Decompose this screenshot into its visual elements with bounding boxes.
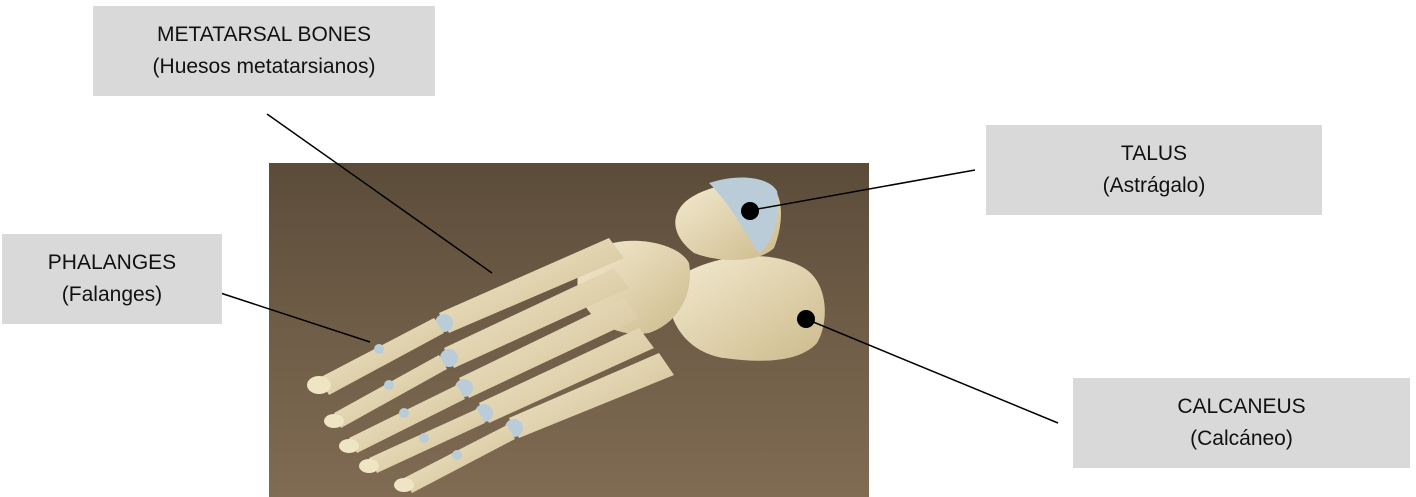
calcaneus-label-box: CALCANEUS (Calcáneo) — [1073, 378, 1410, 468]
metatarsal-label-box: METATARSAL BONES (Huesos metatarsianos) — [93, 6, 435, 96]
metatarsal-label-title: METATARSAL BONES — [157, 19, 371, 51]
talus-label-title: TALUS — [1121, 138, 1187, 170]
phalanges-label-subtitle: (Falanges) — [62, 279, 162, 311]
foot-skeleton-illustration — [269, 163, 869, 497]
metatarsal-label-subtitle: (Huesos metatarsianos) — [153, 51, 376, 83]
talus-label-subtitle: (Astrágalo) — [1103, 170, 1206, 202]
foot-skeleton-image — [269, 163, 869, 497]
phalanges-label-title: PHALANGES — [48, 247, 176, 279]
phalanges-label-box: PHALANGES (Falanges) — [2, 234, 222, 324]
talus-label-box: TALUS (Astrágalo) — [986, 125, 1322, 215]
calcaneus-label-subtitle: (Calcáneo) — [1190, 423, 1293, 455]
calcaneus-label-title: CALCANEUS — [1177, 391, 1305, 423]
